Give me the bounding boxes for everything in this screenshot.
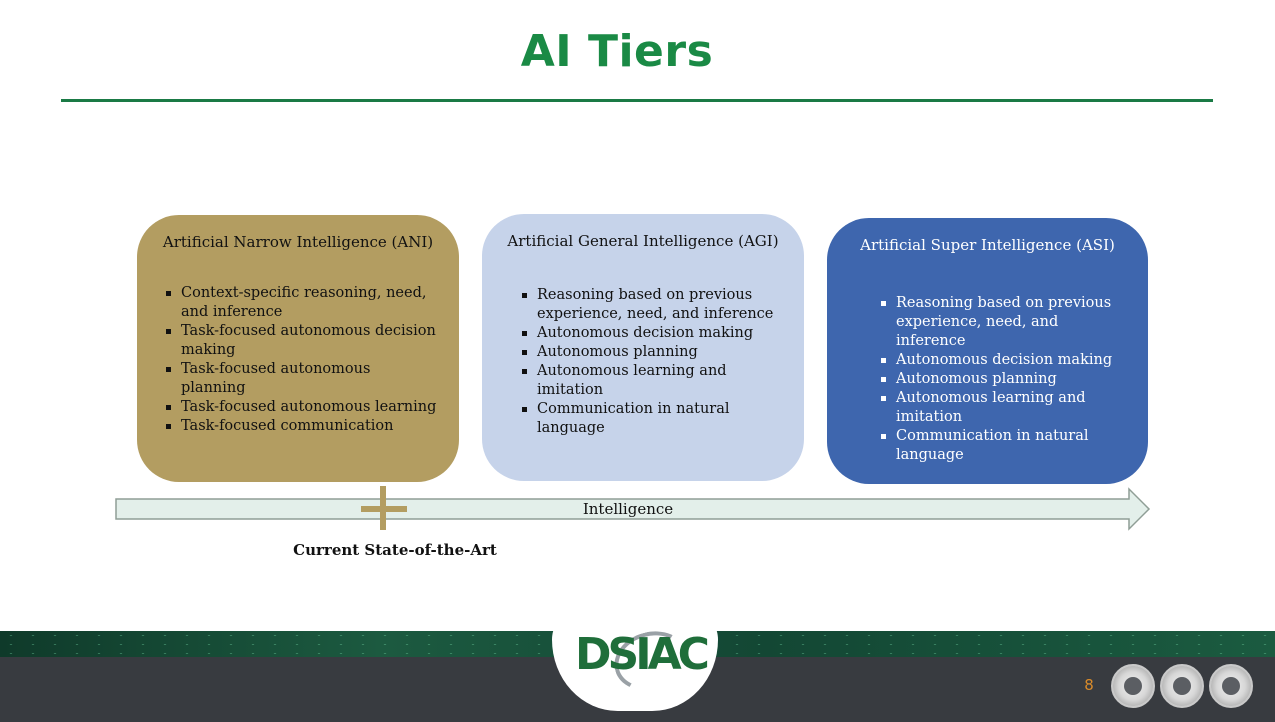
tier-bullet: Autonomous learning and imitation [522,362,784,400]
tier-bullet: Task-focused communication [166,417,439,436]
tier-bullet: Task-focused autonomous planning [166,360,439,398]
tier-bullet: Communication in natural language [522,400,784,438]
tier-box-agi: Artificial General Intelligence (AGI) Re… [482,214,804,481]
tier-bullet: Context-specific reasoning, need, and in… [166,284,439,322]
seal-icon [1111,664,1155,708]
tier-heading: Artificial General Intelligence (AGI) [507,232,779,250]
dsiac-logo: DSIAC [575,629,710,680]
state-marker-label: Current State-of-the-Art [293,541,497,559]
page-number: 8 [1084,676,1094,694]
tier-heading: Artificial Super Intelligence (ASI) [860,236,1115,254]
tier-bullet: Reasoning based on previous experience, … [522,286,784,324]
tier-box-asi: Artificial Super Intelligence (ASI) Reas… [827,218,1148,484]
tier-bullet: Task-focused autonomous learning [166,398,439,417]
seal-icon [1160,664,1204,708]
tier-bullet: Reasoning based on previous experience, … [881,294,1128,351]
seal-icon [1209,664,1253,708]
axis-label: Intelligence [582,500,674,518]
tier-bullet: Autonomous decision making [881,351,1128,370]
state-marker-horizontal [361,506,407,512]
tier-box-ani: Artificial Narrow Intelligence (ANI) Con… [137,215,459,482]
tier-bullet: Autonomous decision making [522,324,784,343]
tier-bullet: Autonomous planning [522,343,784,362]
tier-bullet-list: Reasoning based on previous experience, … [502,286,784,438]
tier-bullet: Task-focused autonomous decision making [166,322,439,360]
tier-bullet: Autonomous learning and imitation [881,389,1128,427]
title-divider [61,99,1213,102]
tier-bullet: Autonomous planning [881,370,1128,389]
tier-bullet-list: Reasoning based on previous experience, … [847,294,1128,465]
logo-badge [552,593,718,711]
tier-heading: Artificial Narrow Intelligence (ANI) [162,233,434,251]
tier-bullet-list: Context-specific reasoning, need, and in… [157,284,439,436]
slide-title: AI Tiers [520,26,714,77]
intelligence-arrow [115,487,1151,531]
tier-bullet: Communication in natural language [881,427,1128,465]
